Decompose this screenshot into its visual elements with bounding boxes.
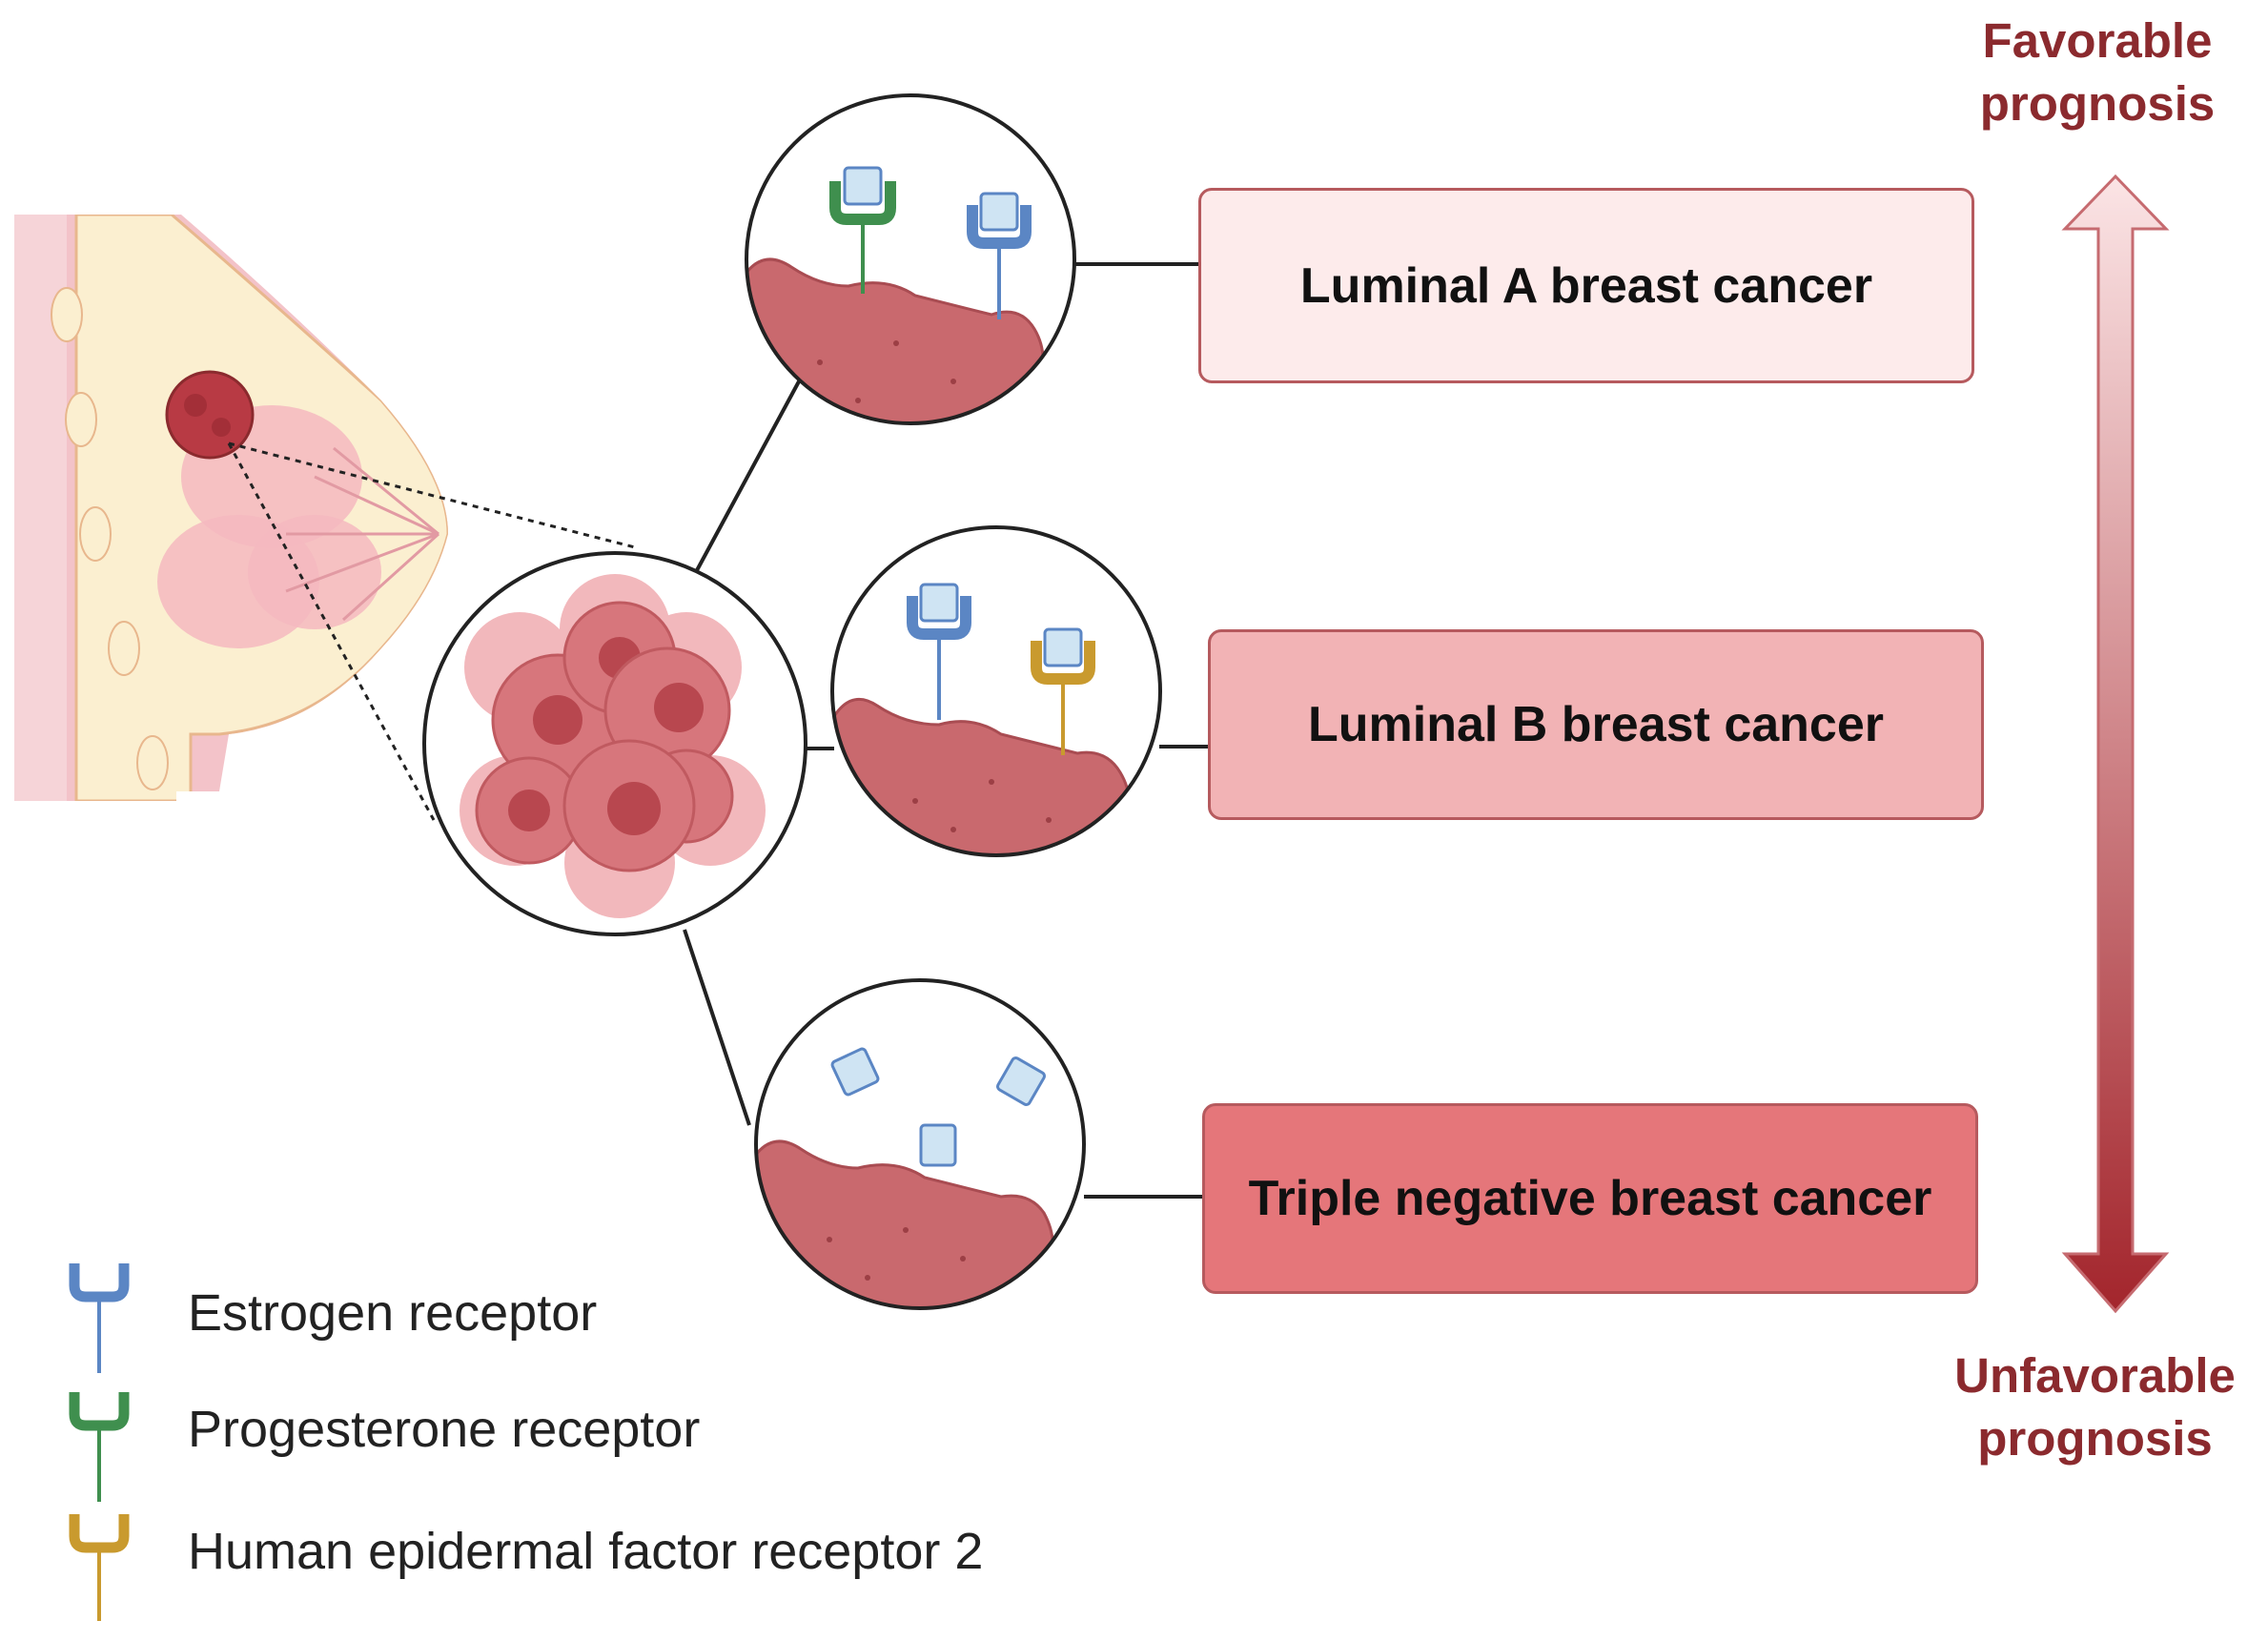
favorable-line-2: prognosis — [1979, 76, 2216, 131]
prognosis-arrow — [2061, 174, 2170, 1314]
subtype-label-triple-negative: Triple negative breast cancer — [1248, 1171, 1932, 1226]
legend-label-estrogen: Estrogen receptor — [188, 1284, 598, 1342]
legend-label-progesterone: Progesterone receptor — [188, 1401, 701, 1458]
progesterone-receptor-icon — [69, 1392, 130, 1502]
free-ligand-icon — [919, 1123, 957, 1167]
estrogen-receptor-icon — [69, 1263, 130, 1373]
subtype-label-luminal-b: Luminal B breast cancer — [1308, 697, 1884, 752]
estrogen-receptor-icon — [907, 583, 971, 720]
cell-membrane-icon — [745, 93, 1076, 425]
her2-receptor-icon — [69, 1514, 130, 1621]
subtype-box-triple-negative: Triple negative breast cancer — [1202, 1103, 1978, 1294]
cell-membrane-icon — [830, 525, 1162, 857]
progesterone-receptor-icon — [829, 166, 896, 294]
connector-lines — [683, 262, 1208, 1199]
free-ligand-icon — [996, 1056, 1046, 1106]
zoom-line-top — [228, 441, 640, 550]
tumor-mass — [165, 370, 255, 460]
unfavorable-prognosis-label: Unfavorable prognosis — [1926, 1344, 2264, 1470]
subtype-box-luminal-a: Luminal A breast cancer — [1198, 188, 1974, 383]
her2-receptor-icon — [1031, 627, 1095, 755]
zoom-line-bottom — [227, 442, 436, 821]
subtype-box-luminal-b: Luminal B breast cancer — [1208, 629, 1984, 820]
legend-label-her2: Human epidermal factor receptor 2 — [188, 1523, 984, 1580]
tumor-cluster-icon — [422, 551, 807, 936]
estrogen-receptor-icon — [967, 192, 1032, 319]
breast-anatomy-icon — [14, 215, 448, 801]
unfavorable-line-1: Unfavorable — [1954, 1348, 2236, 1403]
free-ligand-icon — [830, 1047, 880, 1097]
favorable-line-1: Favorable — [1982, 13, 2213, 68]
favorable-prognosis-label: Favorable prognosis — [1935, 10, 2259, 135]
unfavorable-line-2: prognosis — [1977, 1411, 2213, 1466]
subtype-label-luminal-a: Luminal A breast cancer — [1299, 257, 1873, 314]
cell-membrane-icon — [754, 978, 1086, 1310]
